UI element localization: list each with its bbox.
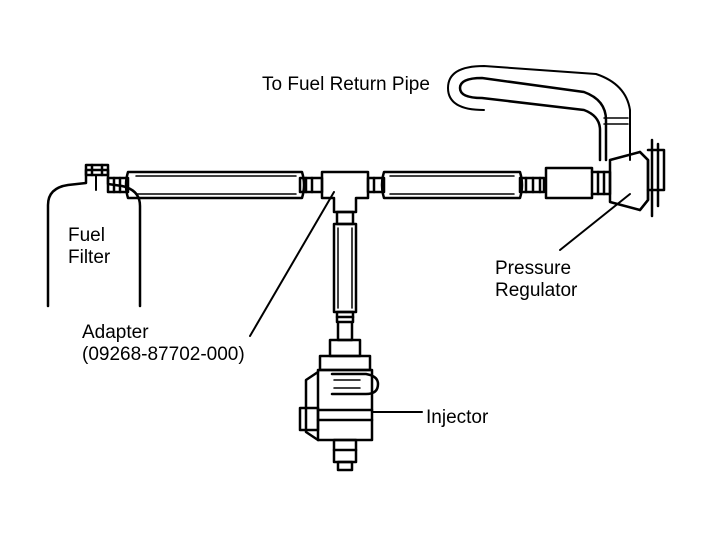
label-fuel-filter-line1: Fuel bbox=[68, 225, 105, 246]
leader-adapter bbox=[249, 191, 335, 337]
label-to-fuel-return-pipe: To Fuel Return Pipe bbox=[262, 74, 430, 95]
label-adapter-line2: (09268-87702-000) bbox=[82, 344, 245, 365]
injector bbox=[298, 338, 380, 472]
label-adapter-line1: Adapter bbox=[82, 322, 149, 343]
hose-filter-to-adapter bbox=[106, 170, 324, 200]
leader-regulator bbox=[559, 193, 631, 251]
adapter-tee bbox=[320, 170, 370, 226]
pressure-regulator bbox=[544, 138, 666, 218]
label-pressure-regulator-line1: Pressure bbox=[495, 258, 572, 279]
label-injector: Injector bbox=[426, 407, 489, 428]
hose-adapter-to-regulator bbox=[366, 170, 546, 200]
hose-adapter-to-injector bbox=[332, 222, 358, 342]
fuel-return-hose bbox=[447, 65, 631, 162]
label-pressure-regulator-line2: Regulator bbox=[495, 280, 578, 301]
label-fuel-filter-line2: Filter bbox=[68, 247, 111, 268]
